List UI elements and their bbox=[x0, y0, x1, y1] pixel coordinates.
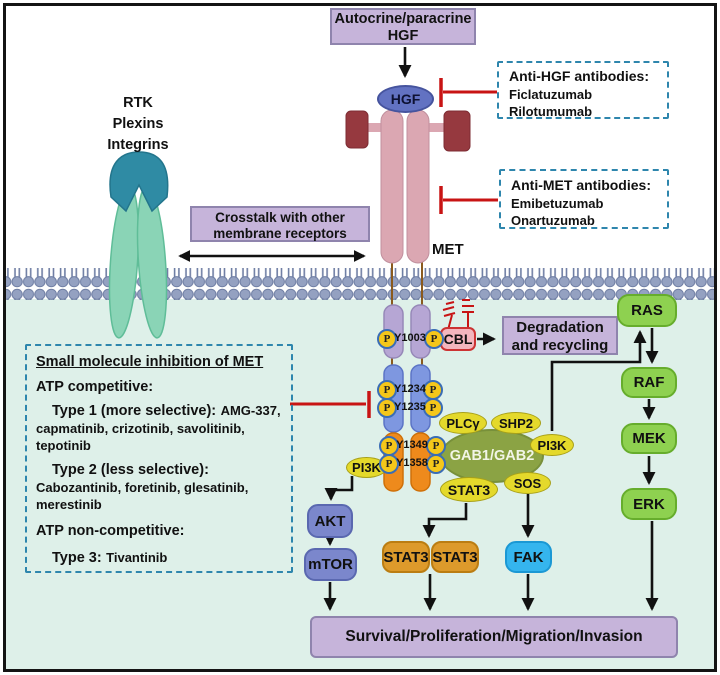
autocrine-paracrine-hgf-box: Autocrine/paracrine HGF bbox=[330, 8, 476, 45]
site-y1349-label: Y1349 bbox=[396, 439, 428, 451]
inhibition-lines bbox=[290, 78, 498, 418]
type1-drugs: AMG-337, capmatinib, crizotinib, savolit… bbox=[36, 403, 281, 453]
cbl-node: CBL bbox=[440, 327, 476, 351]
type1-label: Type 1 (more selective): bbox=[52, 403, 217, 419]
stat3-adaptor-label: STAT3 bbox=[447, 481, 491, 498]
site-y1003-label: Y1003 bbox=[394, 332, 426, 344]
autocrine-line2: HGF bbox=[387, 28, 419, 44]
phospho-p-y1235-left: P bbox=[377, 398, 397, 418]
met-label: MET bbox=[432, 241, 484, 258]
inhibitor-title: Small molecule inhibition of MET bbox=[36, 354, 264, 370]
type2-label: Type 2 (less selective): bbox=[52, 462, 209, 478]
type1-line: Type 1 (more selective): AMG-337, capmat… bbox=[36, 402, 282, 454]
phospho-p-y1003-right: P bbox=[424, 329, 444, 349]
plc-gamma-label: PLCγ bbox=[446, 415, 480, 431]
phospho-p-y1358-left: P bbox=[379, 454, 399, 474]
anti-hgf-drug-1: Ficlatuzumab bbox=[509, 87, 593, 102]
pi3k-membrane-label: PI3K bbox=[537, 437, 567, 453]
rtk-plexin-integrin-receptor bbox=[108, 151, 169, 339]
stat3-dimer-right-node: STAT3 bbox=[431, 541, 479, 573]
crosstalk-box: Crosstalk with other membrane receptors bbox=[190, 206, 370, 242]
anti-met-drug-2: Onartuzumab bbox=[511, 212, 595, 228]
pi3k-left-label: PI3K bbox=[352, 460, 381, 475]
ras-label: RAS bbox=[631, 302, 663, 319]
stat3-left-label: STAT3 bbox=[383, 548, 429, 566]
site-y1358-label: Y1358 bbox=[396, 457, 428, 469]
type3-label: Type 3: bbox=[52, 550, 102, 566]
gab-label: GAB1/GAB2 bbox=[449, 448, 535, 464]
rtk-plexins-integrins-label: RTK Plexins Integrins bbox=[88, 93, 188, 156]
raf-node: RAF bbox=[621, 367, 677, 398]
atp-non-competitive-label: ATP non-competitive: bbox=[36, 523, 185, 539]
shp2-label: SHP2 bbox=[499, 415, 533, 431]
hgf-label: HGF bbox=[390, 91, 421, 107]
erk-label: ERK bbox=[633, 495, 665, 513]
sos-label: SOS bbox=[513, 475, 542, 491]
phospho-p-y1235-right: P bbox=[423, 398, 443, 418]
small-molecule-inhibition-box: Small molecule inhibition of MET ATP com… bbox=[25, 344, 293, 573]
outcome-label: Survival/Proliferation/Migration/Invasio… bbox=[345, 628, 643, 645]
atp-competitive-label: ATP competitive: bbox=[36, 379, 154, 395]
plc-gamma-node: PLCγ bbox=[439, 412, 487, 434]
met-text: MET bbox=[432, 241, 464, 258]
ubiquitin-marks bbox=[442, 299, 474, 331]
met-receptor bbox=[345, 109, 471, 492]
fak-label: FAK bbox=[513, 548, 544, 566]
plexins-line: Plexins bbox=[112, 116, 164, 132]
stat3-adaptor-node: STAT3 bbox=[440, 477, 498, 502]
integrins-line: Integrins bbox=[107, 137, 169, 153]
anti-met-title: Anti-MET antibodies: bbox=[511, 177, 651, 193]
crosstalk-line1: Crosstalk with other bbox=[215, 210, 345, 225]
ras-node: RAS bbox=[617, 294, 677, 327]
akt-node: AKT bbox=[307, 504, 353, 538]
mek-label: MEK bbox=[632, 430, 666, 447]
anti-met-antibodies-box: Anti-MET antibodies: Emibetuzumab Onartu… bbox=[499, 169, 669, 229]
anti-hgf-antibodies-box: Anti-HGF antibodies: Ficlatuzumab Rilotu… bbox=[497, 61, 669, 119]
mtor-label: mTOR bbox=[308, 556, 353, 573]
stat3-dimer-left-node: STAT3 bbox=[382, 541, 430, 573]
shp2-node: SHP2 bbox=[491, 412, 541, 434]
cbl-label: CBL bbox=[443, 331, 473, 347]
outcome-box: Survival/Proliferation/Migration/Invasio… bbox=[310, 616, 678, 658]
site-y1235-label: Y1235 bbox=[394, 401, 426, 413]
mek-node: MEK bbox=[621, 423, 677, 454]
anti-hgf-drug-2: Rilotumumab bbox=[509, 103, 593, 119]
type2-drugs: Cabozantinib, foretinib, glesatinib, mer… bbox=[36, 480, 249, 512]
degradation-line1: Degradation bbox=[516, 319, 604, 336]
akt-label: AKT bbox=[314, 512, 346, 530]
raf-label: RAF bbox=[633, 374, 665, 391]
erk-node: ERK bbox=[621, 488, 677, 520]
site-y1234-label: Y1234 bbox=[394, 383, 426, 395]
cytoplasm-background bbox=[6, 299, 714, 669]
anti-met-drug-1: Emibetuzumab bbox=[511, 196, 604, 211]
type3-line: Type 3: Tivantinib bbox=[36, 549, 282, 567]
stat3-right-label: STAT3 bbox=[432, 548, 478, 566]
phospho-p-y1003-left: P bbox=[377, 329, 397, 349]
sos-node: SOS bbox=[504, 472, 551, 494]
degradation-line2: and recycling bbox=[511, 337, 609, 354]
type2-line: Type 2 (less selective): Cabozantinib, f… bbox=[36, 461, 282, 513]
pi3k-membrane-node: PI3K bbox=[530, 434, 574, 456]
signal-arrows bbox=[178, 47, 659, 611]
degradation-recycling-box: Degradation and recycling bbox=[502, 316, 618, 355]
crosstalk-line2: membrane receptors bbox=[213, 226, 347, 241]
hgf-ligand: HGF bbox=[377, 85, 434, 113]
type3-drugs: Tivantinib bbox=[106, 550, 168, 565]
anti-hgf-title: Anti-HGF antibodies: bbox=[509, 68, 649, 84]
fak-node: FAK bbox=[505, 541, 552, 573]
rtk-line: RTK bbox=[123, 95, 153, 111]
autocrine-line1: Autocrine/paracrine bbox=[334, 11, 472, 27]
mtor-node: mTOR bbox=[304, 548, 357, 581]
phospho-p-y1358-right: P bbox=[426, 454, 446, 474]
